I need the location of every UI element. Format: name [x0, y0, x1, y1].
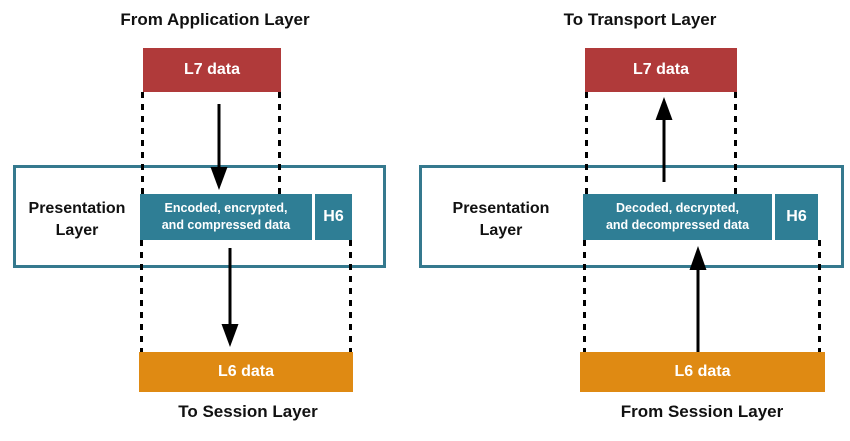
right-decoded-data-line1: Decoded, decrypted, [616, 201, 739, 216]
right-decoded-data-box: Decoded, decrypted, and decompressed dat… [583, 194, 772, 240]
right-l7-data-label: L7 data [632, 61, 689, 78]
right-bottom-label: From Session Layer [620, 402, 784, 421]
right-h6-header-box: H6 [775, 194, 818, 240]
left-l7-data-label: L7 data [183, 61, 240, 78]
left-top-label: From Application Layer [120, 10, 310, 29]
right-top-label: To Transport Layer [563, 10, 717, 29]
left-bottom-label: To Session Layer [178, 402, 318, 421]
right-decoded-data-line2: and decompressed data [605, 218, 750, 232]
left-l6-data-label: L6 data [217, 363, 274, 380]
right-l7-data-box: L7 data [585, 48, 737, 92]
left-l7-data-box: L7 data [143, 48, 281, 92]
left-encoded-data-line1: Encoded, encrypted, [164, 201, 288, 216]
right-presentation-layer-label: Presentation Layer [452, 200, 550, 240]
left-h6-header-box: H6 [315, 194, 352, 240]
arrow-head [221, 324, 239, 347]
right-l6-data-box: L6 data [580, 352, 825, 392]
left-encoded-data-box: Encoded, encrypted, and compressed data [140, 194, 312, 240]
arrow-head [655, 97, 673, 120]
left-l6-data-box: L6 data [139, 352, 353, 392]
right-l6-data-label: L6 data [674, 363, 731, 380]
left-encoded-data-line2: and compressed data [161, 218, 291, 232]
left-presentation-layer-label: Presentation Layer [28, 200, 126, 240]
